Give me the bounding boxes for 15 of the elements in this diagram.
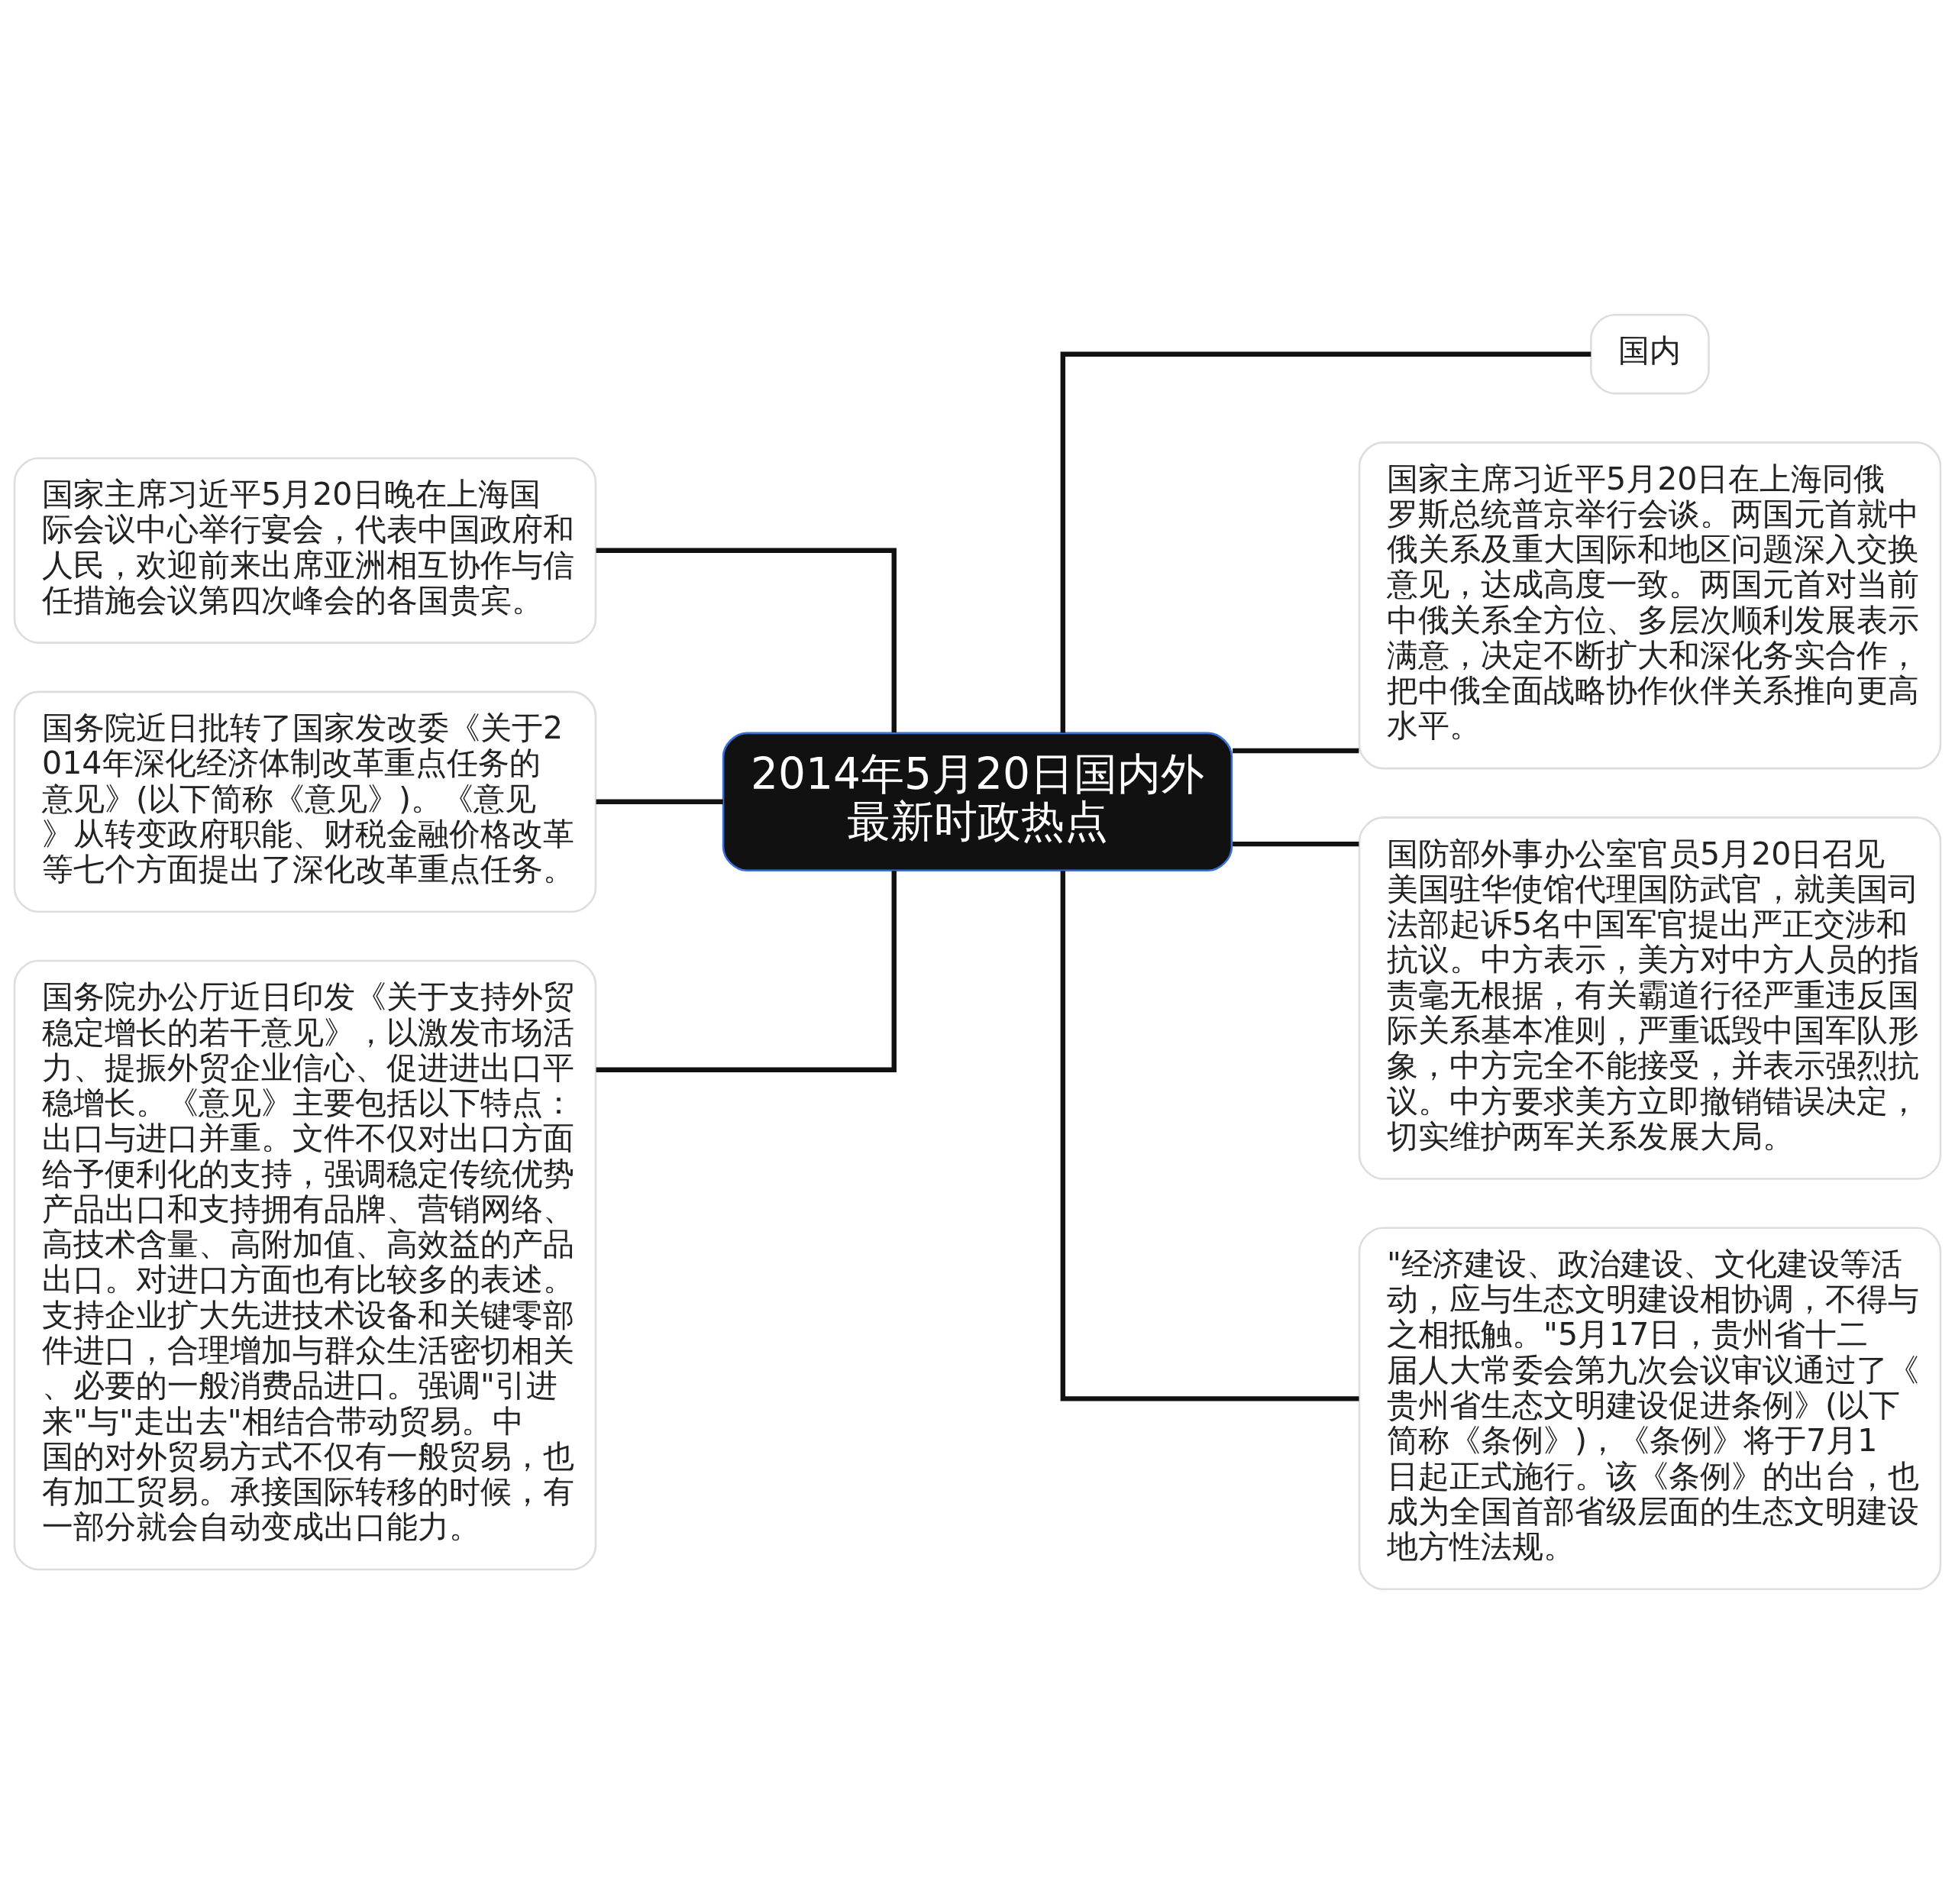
node-box: 国家主席习近平5月20日晚在上海国际会议中心举行宴会，代表中国政府和人民，欢迎前来出席亚洲相互协作与信任措施会议第四次峰会的各国贵宾。 bbox=[13, 457, 597, 644]
node-box: 国防部外事办公室官员5月20日召见美国驻华使馆代理国防武官，就美国司法部起诉5名中国军官提出严正交涉和抗议。中方表示，美方对中方人员的指责毫无根据，有关霸道行径严重违反国际关系基本准则，严重诋毁中国军队形象，中方完全不能接受，并表示强烈抗议。中方要求美方立即撤销错误决定，切实维护两军关系发展大局。 bbox=[1358, 816, 1942, 1180]
node-box: 国内 bbox=[1590, 314, 1710, 395]
connector bbox=[1060, 351, 1591, 733]
node-box: 国家主席习近平5月20日在上海同俄罗斯总统普京举行会谈。两国元首就中俄关系及重大国际和地区问题深入交换意见，达成高度一致。两国元首对当前中俄关系全方位、多层次顺利发展表示满意，决定不断扩大和深化务实合作，把中俄全面战略协作伙伴关系推向更高水平。 bbox=[1358, 441, 1942, 770]
connector bbox=[596, 548, 897, 733]
connector bbox=[1233, 841, 1359, 847]
connector bbox=[596, 871, 897, 1072]
node-box: 国务院办公厅近日印发《关于支持外贸稳定增长的若干意见》，以激发市场活力、提振外贸企业信心、促进进出口平稳增长。《意见》主要包括以下特点：出口与进口并重。文件不仅对出口方面给予便利化的支持，强调稳定传统优势产品出口和支持拥有品牌、营销网络、高技术含量、高附加值、高效益的产品出口。对进口方面也有比较多的表述。支持企业扩大先进技术设备和关键零部件进口，合理增加与群众生活密切相关、必要的一般消费品进口。强调"引进来"与"走出去"相结合带动贸易。中国的对外贸易方式不仅有一般贸易，也有加工贸易。承接国际转移的时候，有一部分就会自动变成出口能力。 bbox=[13, 959, 597, 1571]
node-box: 国务院近日批转了国家发改委《关于2014年深化经济体制改革重点任务的意见》(以下简称《意见》)。《意见》从转变政府职能、财税金融价格改革等七个方面提出了深化改革重点任务。 bbox=[13, 690, 597, 913]
connector bbox=[596, 799, 723, 805]
connector bbox=[1060, 871, 1359, 1401]
connector bbox=[1233, 748, 1359, 754]
node-box: "经济建设、政治建设、文化建设等活动，应与生态文明建设相协调，不得与之相抵触。"5月17日，贵州省十二届人大常委会第九次会议审议通过了《贵州省生态文明建设促进条例》(以下简称《条例》)，《条例》将于7月1日起正式施行。该《条例》的出台，也成为全国首部省级层面的生态文明建设地方性法规。 bbox=[1358, 1227, 1942, 1590]
node-box: 2014年5月20日国内外最新时政热点 bbox=[722, 732, 1233, 872]
